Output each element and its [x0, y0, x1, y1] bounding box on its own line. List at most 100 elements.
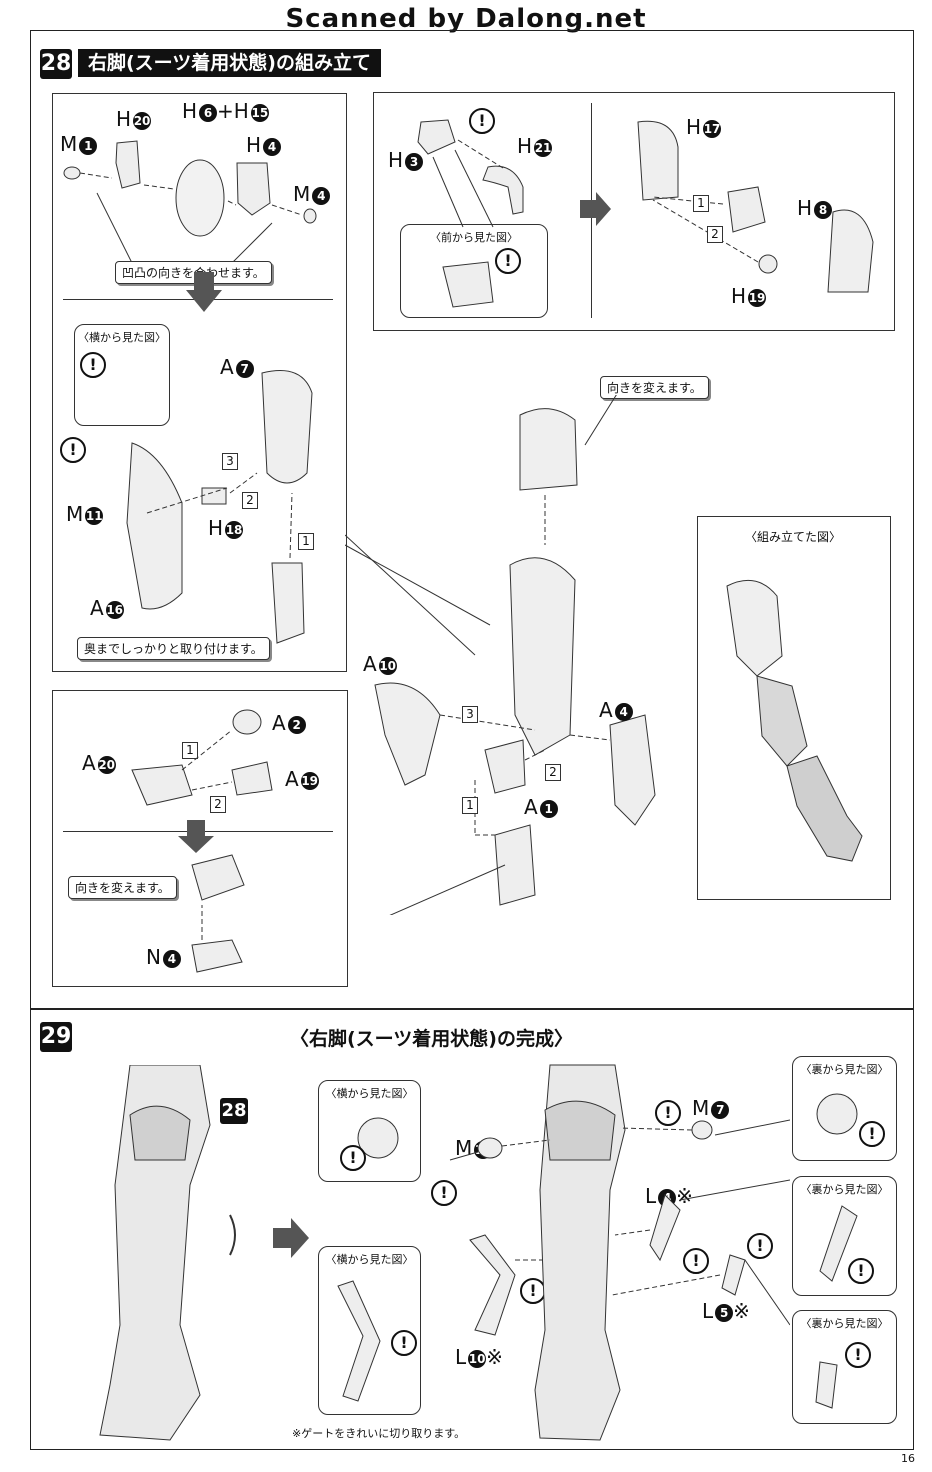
part-m7 — [691, 1120, 713, 1140]
part-h8 — [827, 209, 874, 293]
part-l4 — [649, 1194, 681, 1262]
assembled-view-title: 〈組み立てた図〉 — [744, 530, 841, 544]
part-front-view — [442, 261, 494, 308]
part-h17 — [637, 120, 679, 201]
warning-icon: ! — [495, 248, 521, 274]
knee-parts-drawing — [417, 119, 874, 308]
part-a4 — [609, 714, 656, 826]
down-arrow-icon — [186, 290, 222, 312]
part-foot-upper — [191, 854, 245, 901]
step-marker-2: 2 — [242, 492, 258, 509]
step-29-frame — [30, 1008, 914, 1450]
part-a19 — [231, 761, 273, 796]
side-view-title: 〈横から見た図〉 — [78, 331, 166, 344]
part-h4 — [236, 162, 271, 216]
part-l10 — [469, 1234, 516, 1336]
side-view-title: 〈横から見た図〉 — [325, 1253, 414, 1266]
foot-parts-drawing — [131, 709, 273, 973]
part-a10 — [374, 682, 441, 786]
warning-icon: ! — [747, 1233, 773, 1259]
back-view-part-3 — [815, 1361, 838, 1409]
step-28-title: 右脚(スーツ着用状態)の組み立て — [78, 49, 381, 77]
note-align: 凹凸の向きを合わせます。 — [115, 261, 272, 284]
warning-icon: ! — [80, 352, 106, 378]
warning-icon: ! — [469, 108, 495, 134]
step-marker-1: 1 — [182, 742, 198, 759]
leg-main-drawing — [345, 395, 656, 915]
warning-icon: ! — [340, 1145, 366, 1171]
part-lower-insert — [271, 562, 305, 644]
gate-footnote: ※ゲートをきれいに切り取ります。 — [292, 1427, 466, 1440]
side-view-part-2 — [337, 1280, 381, 1402]
part-m10 — [477, 1137, 503, 1159]
warning-icon: ! — [391, 1330, 417, 1356]
side-view-title: 〈横から見た図〉 — [325, 1087, 414, 1100]
watermark: Scanned by Dalong.net — [285, 4, 647, 34]
step-28-frame — [30, 30, 914, 1010]
assembled-leg-drawing — [726, 579, 863, 862]
side-view-part-1 — [357, 1117, 399, 1159]
step-marker-2: 2 — [210, 796, 226, 813]
part-a7 — [261, 370, 313, 484]
upper-parts-drawing — [63, 140, 317, 644]
part-n4 — [191, 939, 243, 973]
warning-icon: ! — [683, 1248, 709, 1274]
step-28-number: 28 — [40, 49, 72, 79]
part-h18 — [201, 487, 227, 505]
back-view-box-2: 〈裏から見た図〉 — [792, 1176, 897, 1296]
back-view-part-1 — [816, 1093, 858, 1135]
part-m4 — [303, 208, 317, 224]
warning-icon: ! — [655, 1100, 681, 1126]
back-view-part-2 — [819, 1205, 858, 1282]
part-a2-ring — [232, 709, 262, 735]
step-marker-3: 3 — [222, 453, 238, 470]
step-marker-2: 2 — [545, 764, 561, 781]
front-view-title: 〈前から見た図〉 — [430, 231, 518, 244]
step-29-number: 29 — [40, 1022, 72, 1052]
step-marker-2: 2 — [707, 226, 723, 243]
down-arrow-stem — [194, 272, 214, 290]
part-l5 — [721, 1254, 746, 1296]
leg-reference-drawing — [99, 1065, 236, 1441]
step-marker-1: 1 — [298, 533, 314, 550]
warning-icon: ! — [848, 1258, 874, 1284]
side-view-box-1: 〈横から見た図〉 — [74, 324, 170, 426]
part-h20 — [115, 140, 141, 189]
back-view-title: 〈裏から見た図〉 — [800, 1317, 889, 1330]
part-h6-h15 — [175, 159, 225, 237]
completed-leg-drawing — [449, 1064, 790, 1441]
back-view-title: 〈裏から見た図〉 — [800, 1063, 889, 1076]
note-push: 奥までしっかりと取り付けます。 — [77, 637, 270, 660]
part-mid-1 — [727, 186, 766, 233]
right-arrow-icon — [273, 1218, 309, 1258]
step-marker-1: 1 — [462, 797, 478, 814]
step-marker-3: 3 — [462, 706, 478, 723]
step-28-reference-badge: 28 — [220, 1098, 248, 1124]
part-knee-top — [519, 408, 578, 491]
part-a1 — [484, 739, 526, 794]
warning-icon: ! — [60, 437, 86, 463]
note-turn-2: 向きを変えます。 — [68, 876, 177, 899]
warning-icon: ! — [431, 1180, 457, 1206]
